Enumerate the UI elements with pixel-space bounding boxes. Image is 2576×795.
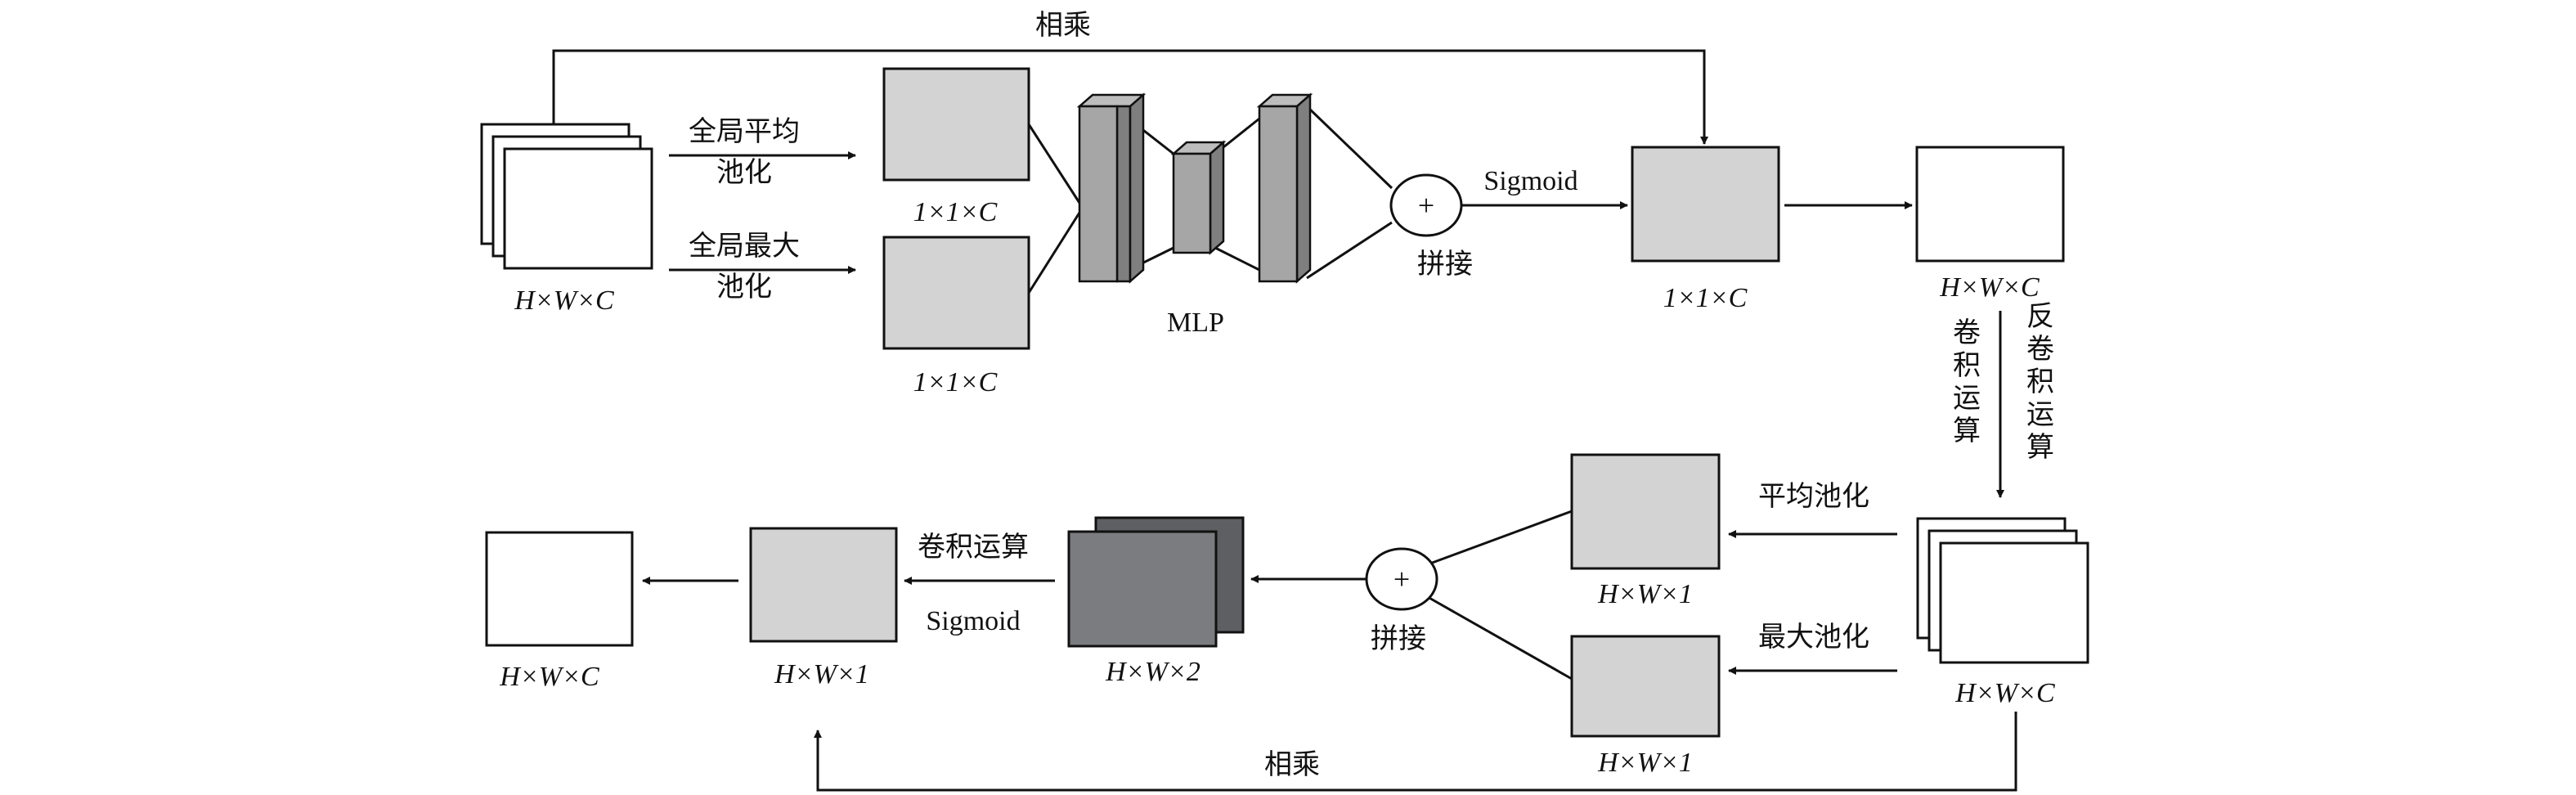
deconv-vertical-label: 反 卷 积 运 算 (2026, 302, 2054, 463)
multiply-top-arrow (552, 49, 1708, 145)
channel-output-dim-label: H×W×C (1939, 272, 2040, 303)
global-avg-pool-label-line1: 全局平均 (689, 116, 800, 147)
plus-symbol-bottom: + (1393, 563, 1410, 595)
input-dim-label: H×W×C (514, 285, 614, 316)
mlp-layer-1 (1076, 92, 1147, 284)
max-pooled-feature (882, 236, 1030, 350)
channel-output-map (1915, 146, 2065, 263)
spatial-max-dim-label: H×W×1 (1597, 748, 1693, 778)
multiply-top-connector (552, 49, 1708, 145)
multiply-bottom-arrow (814, 712, 2017, 792)
mlp-layer-2 (1170, 140, 1227, 255)
avg-pooled-feature (882, 67, 1030, 182)
stacked-two-channel-map (1067, 516, 1245, 648)
input-feature-maps (480, 123, 653, 270)
spatial-input-feature-maps (1916, 517, 2089, 664)
multiply-bottom-label: 相乘 (1264, 749, 1320, 780)
spatial-attention-branch: H×W×C 平均池化 最大池化 H×W×1 H×W×1 + 拼接 H×W×2 卷… (485, 453, 2089, 792)
spatial-avg-feature (1570, 453, 1721, 570)
conv-label-bottom: 卷积运算 (918, 532, 1029, 563)
mlp-layer-3 (1256, 92, 1313, 284)
max-feature-dim-label: 1×1×C (913, 367, 998, 398)
conv-vertical-label: 卷 积 运 算 (1953, 317, 1981, 447)
deconv-char-1: 卷 (2026, 334, 2054, 365)
channel-weight-map (1631, 146, 1780, 263)
avg-pool-label: 平均池化 (1758, 481, 1869, 512)
final-output-map (485, 531, 634, 647)
spatial-avg-dim-label: H×W×1 (1597, 579, 1693, 609)
multiply-top-label: 相乘 (1035, 10, 1091, 41)
spatial-concat-connectors (1427, 510, 1573, 680)
channel-weight-dim-label: 1×1×C (1663, 283, 1748, 313)
conv-char-0: 卷 (1953, 317, 1981, 348)
mlp-label: MLP (1167, 308, 1224, 338)
final-output-dim-label: H×W×C (499, 662, 599, 692)
conv-deconv-transition: 卷 积 运 算 反 卷 积 运 算 (1953, 302, 2054, 498)
deconv-char-3: 运 (2026, 400, 2054, 430)
spatial-max-feature (1570, 635, 1721, 738)
max-pool-label: 最大池化 (1758, 622, 1869, 653)
global-avg-pool-label-line2: 池化 (716, 157, 772, 188)
conv-char-3: 算 (1953, 415, 1981, 447)
conv-char-1: 积 (1953, 351, 1981, 381)
conv-char-2: 运 (1953, 384, 1981, 414)
spatial-weight-map (749, 527, 898, 643)
concat-label-top: 拼接 (1417, 249, 1473, 280)
sigmoid-label-bottom: Sigmoid (926, 606, 1020, 636)
global-max-pool-label-line2: 池化 (716, 272, 772, 303)
stacked-dim-label: H×W×2 (1105, 657, 1200, 687)
avg-feature-dim-label: 1×1×C (913, 197, 998, 227)
concat-label-bottom: 拼接 (1371, 623, 1426, 654)
global-max-pool-label-line1: 全局最大 (689, 231, 800, 262)
plus-symbol-top: + (1418, 189, 1434, 222)
channel-attention-branch: 相乘 H×W×C 全局平均 池化 全局最大 池化 1×1×C 1×1×C (480, 10, 2065, 398)
deconv-char-4: 算 (2026, 432, 2054, 463)
deconv-char-2: 积 (2026, 367, 2054, 398)
deconv-char-0: 反 (2026, 302, 2054, 332)
spatial-weight-dim-label: H×W×1 (774, 659, 869, 689)
spatial-input-dim-label: H×W×C (1954, 678, 2055, 708)
sigmoid-label-top: Sigmoid (1483, 166, 1577, 196)
